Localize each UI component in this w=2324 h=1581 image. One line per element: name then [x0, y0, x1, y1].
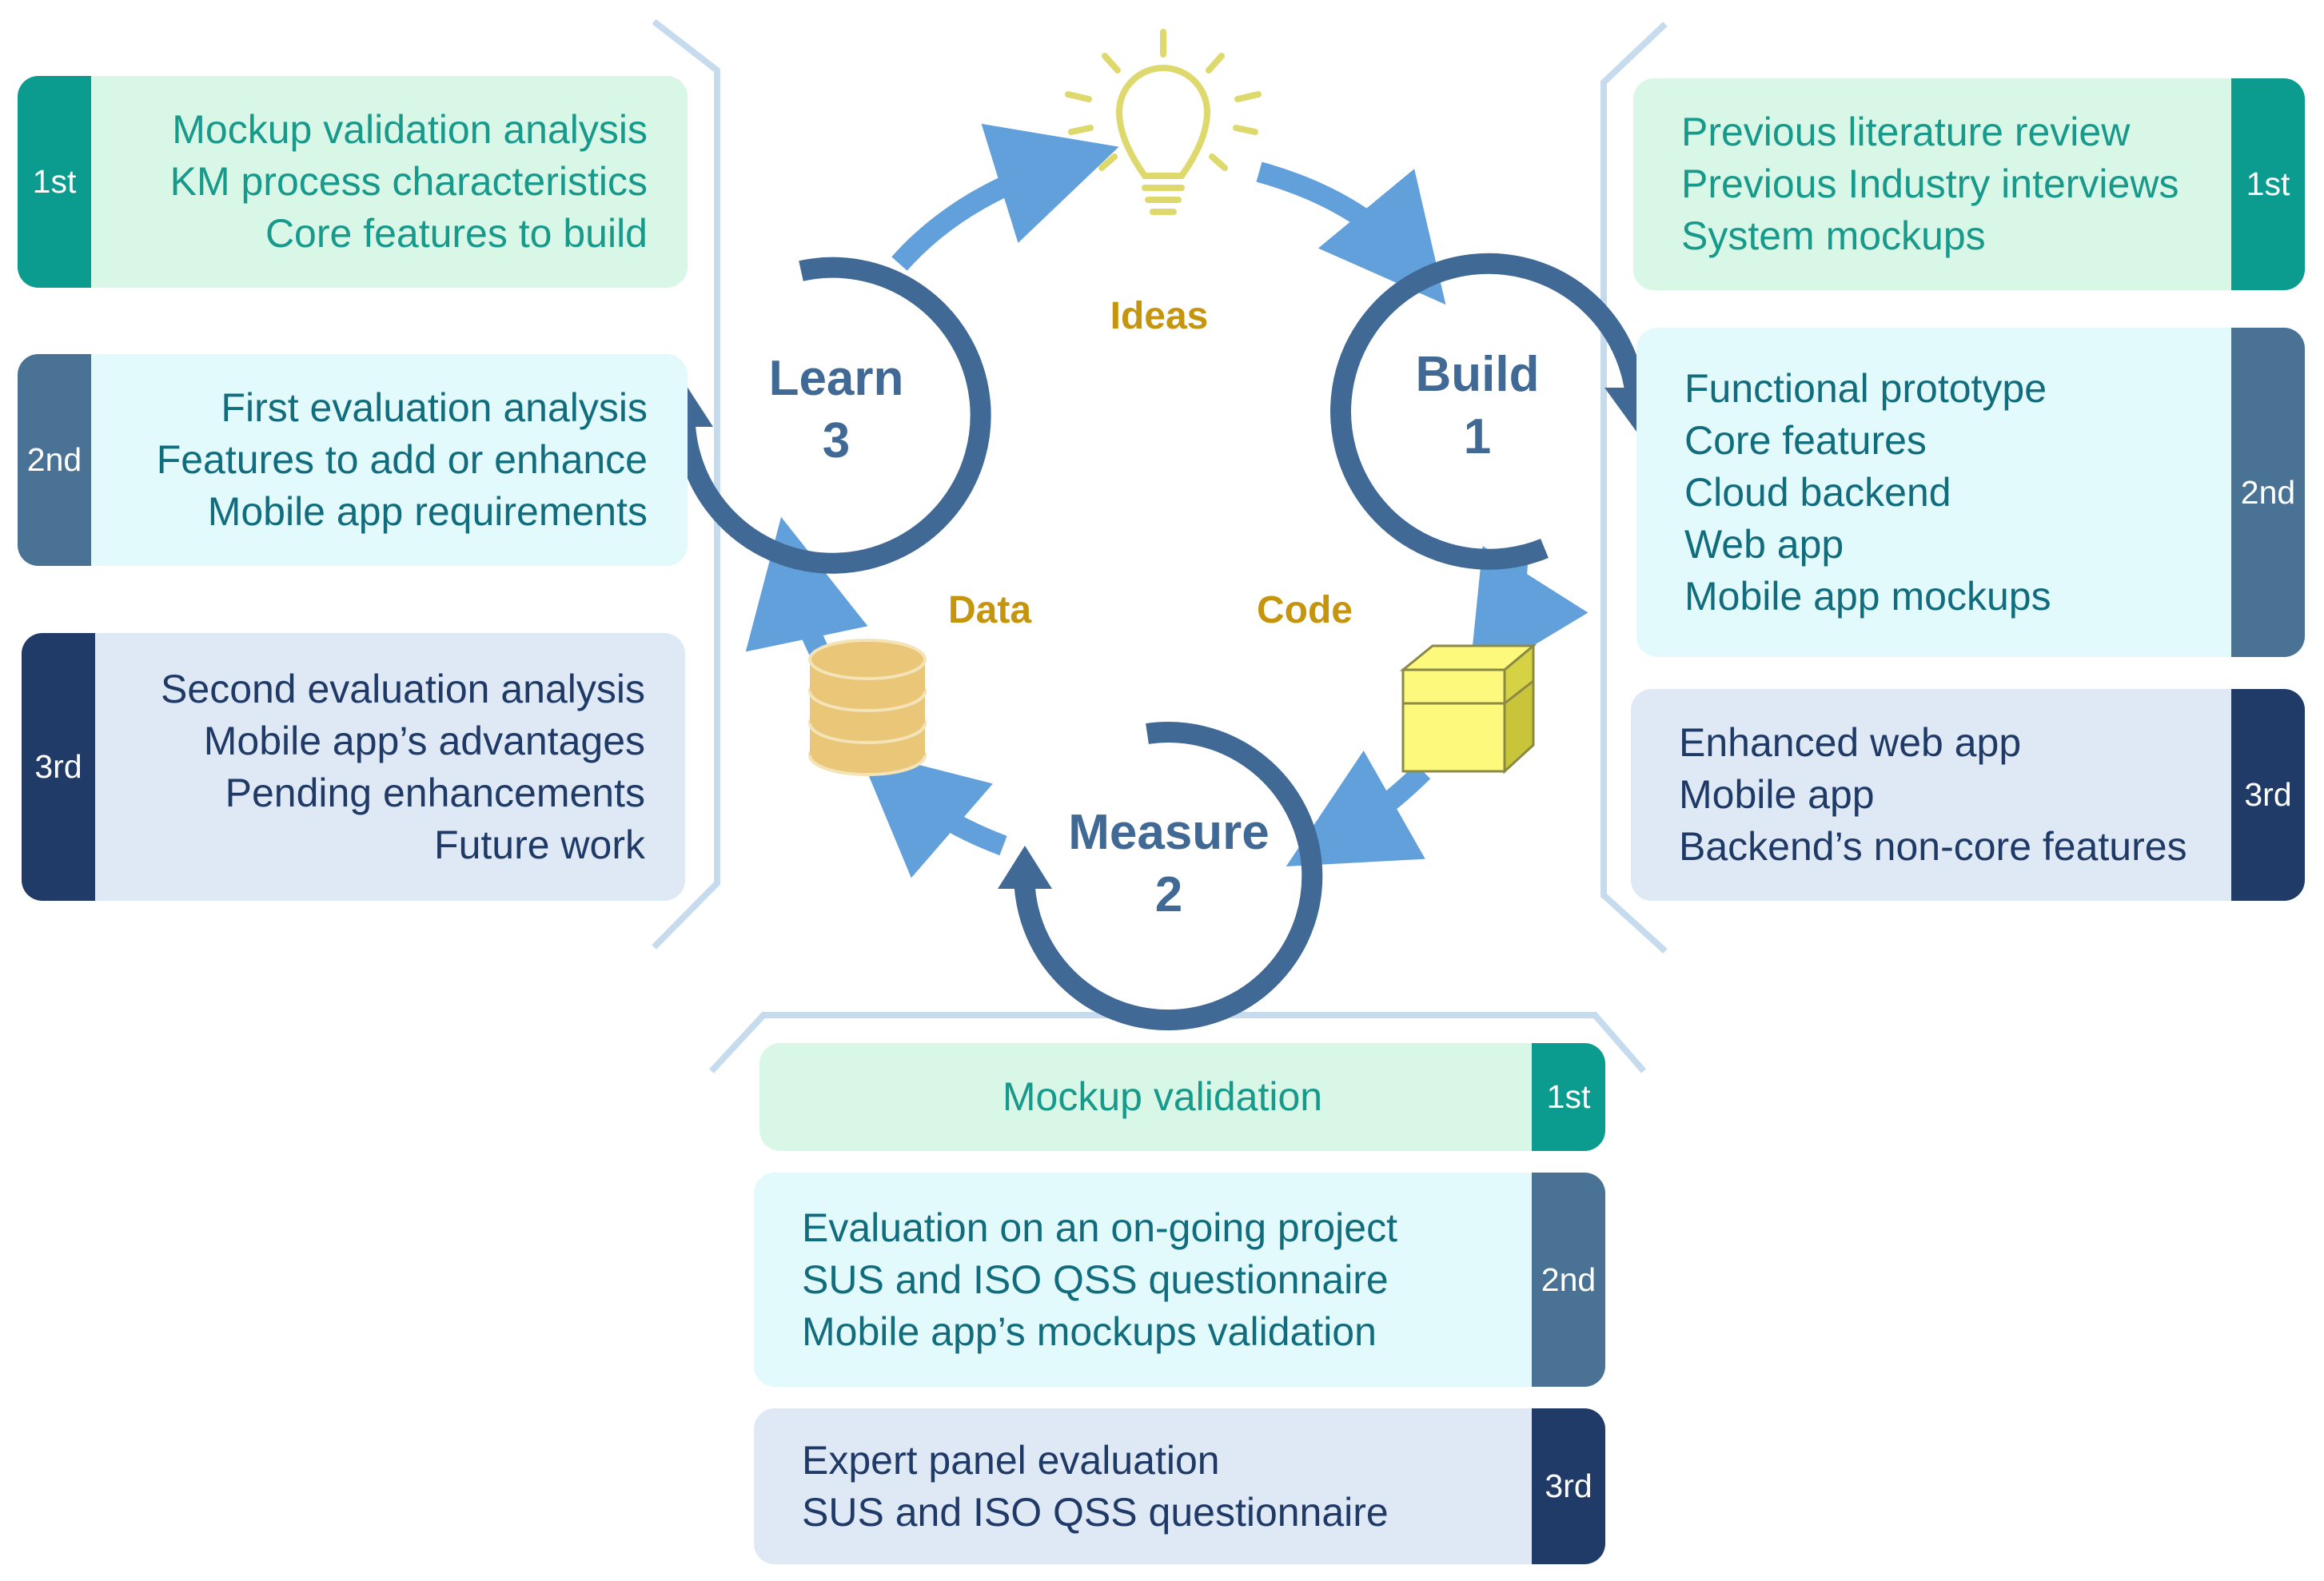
stage-title-learn: Learn [768, 351, 904, 406]
card-line: Evaluation on an on-going project [802, 1205, 1397, 1250]
measure-card-1st: Mockup validation 1st [759, 1043, 1605, 1151]
stage-title-measure: Measure [1068, 805, 1270, 860]
box-icon [1399, 643, 1537, 775]
card-line: Second evaluation analysis [161, 666, 645, 711]
stage-label-learn: Learn 3 [692, 348, 980, 472]
card-line: Pending enhancements [225, 770, 645, 815]
build-card-2nd: Functional prototype Core features Cloud… [1636, 328, 2305, 657]
lightbulb-icon [1065, 29, 1262, 215]
card-lines: Expert panel evaluation SUS and ISO QSS … [802, 1408, 1517, 1564]
card-line: Web app [1684, 521, 1844, 567]
data-label: Data [947, 589, 1032, 631]
arrow-ideas-to-build [1256, 161, 1446, 305]
learn-bracket [652, 18, 720, 950]
iteration-tab: 1st [1532, 1043, 1605, 1151]
card-line: Core features [1684, 417, 1927, 463]
arrow-code-to-measure [1286, 751, 1431, 867]
iteration-tab: 1st [18, 76, 91, 288]
card-lines: Enhanced web app Mobile app Backend’s no… [1679, 689, 2217, 901]
card-line: Mobile app’s mockups validation [802, 1308, 1377, 1354]
card-lines: Mockup validation [807, 1043, 1517, 1151]
card-line: Mobile app [1679, 772, 1875, 817]
card-lines: Second evaluation analysis Mobile app’s … [118, 633, 645, 901]
iteration-tab: 3rd [22, 633, 95, 901]
card-line: Previous Industry interviews [1681, 161, 2179, 206]
card-line: Features to add or enhance [156, 437, 648, 482]
arrow-measure-to-data [857, 749, 1007, 878]
iteration-tab: 1st [2231, 78, 2305, 290]
card-lines: First evaluation analysis Features to ad… [114, 354, 648, 566]
card-lines: Previous literature review Previous Indu… [1681, 78, 2217, 290]
iteration-tab: 2nd [1532, 1173, 1605, 1387]
arrow-data-to-learn [745, 516, 868, 665]
build-card-1st: Previous literature review Previous Indu… [1633, 78, 2305, 290]
learn-card-3rd: 3rd Second evaluation analysis Mobile ap… [22, 633, 685, 901]
card-lines: Functional prototype Core features Cloud… [1684, 328, 2217, 657]
card-line: SUS and ISO QSS questionnaire [802, 1256, 1389, 1302]
code-label: Code [1257, 589, 1353, 631]
iteration-tab: 2nd [2231, 328, 2305, 657]
stage-number-build: 1 [1463, 409, 1492, 464]
card-line: Mobile app’s advantages [203, 718, 645, 763]
card-line: Previous literature review [1681, 110, 2131, 154]
stage-number-learn: 3 [822, 413, 851, 468]
ideas-label: Ideas [1110, 295, 1209, 337]
stage-label-build: Build 1 [1333, 344, 1621, 468]
card-line: Enhanced web app [1679, 720, 2022, 765]
stage-number-measure: 2 [1154, 867, 1183, 922]
card-line: SUS and ISO QSS questionnaire [802, 1489, 1389, 1535]
measure-ring [998, 722, 1323, 1031]
card-line: Future work [434, 822, 645, 867]
measure-card-3rd: Expert panel evaluation SUS and ISO QSS … [754, 1408, 1605, 1564]
build-card-3rd: Enhanced web app Mobile app Backend’s no… [1631, 689, 2305, 901]
build-bracket [1600, 22, 1668, 954]
measure-card-2nd: Evaluation on an on-going project SUS an… [754, 1173, 1605, 1387]
iteration-tab: 3rd [2231, 689, 2305, 901]
stage-label-measure: Measure 2 [1025, 802, 1313, 926]
arrow-build-to-code [1469, 545, 1589, 685]
card-line: KM process characteristics [169, 159, 648, 204]
card-lines: Evaluation on an on-going project SUS an… [802, 1173, 1517, 1387]
arrow-learn-to-ideas [891, 123, 1119, 271]
card-line: Core features to build [265, 211, 648, 256]
database-icon [808, 639, 927, 776]
card-lines: Mockup validation analysis KM process ch… [114, 76, 648, 288]
card-line: Mobile app requirements [207, 489, 648, 534]
card-line: Mobile app mockups [1684, 573, 2051, 619]
iteration-tab: 3rd [1532, 1408, 1605, 1564]
card-line: First evaluation analysis [221, 385, 648, 430]
card-line: Functional prototype [1684, 365, 2047, 411]
card-line: Cloud backend [1684, 469, 1951, 515]
card-line: Mockup validation [1002, 1074, 1323, 1119]
iteration-tab: 2nd [18, 354, 91, 566]
learn-card-2nd: 2nd First evaluation analysis Features t… [18, 354, 688, 566]
card-line: Mockup validation analysis [172, 107, 648, 152]
card-line: Backend’s non-core features [1679, 824, 2187, 869]
learn-card-1st: 1st Mockup validation analysis KM proces… [18, 76, 688, 288]
card-line: Expert panel evaluation [802, 1437, 1220, 1483]
card-line: System mockups [1681, 213, 1986, 258]
stage-title-build: Build [1415, 347, 1540, 402]
